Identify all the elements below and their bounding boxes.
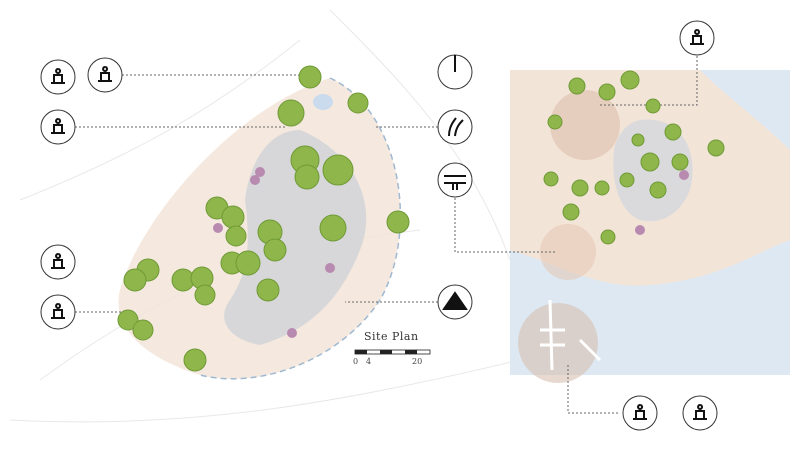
tree [707,139,725,157]
zone-circle [550,90,620,160]
zone-circle [518,303,598,383]
tree [386,210,410,234]
flowering-shrub [250,175,260,185]
flowering-shrub [635,225,645,235]
tree [598,83,616,101]
tree [235,250,261,276]
tree [645,98,661,114]
pier [540,299,602,371]
scale-tick: 4 [366,357,372,366]
leader-lines [75,56,698,414]
grass-icon [437,109,473,145]
tree [594,180,610,196]
tree [319,214,347,242]
tree [568,77,586,95]
north-arrow-icon [437,54,473,90]
trees [117,65,725,372]
tent-icon [437,284,473,320]
tree [298,65,322,89]
parking-icon [679,20,715,56]
left-site-path [199,77,402,380]
tree [543,171,559,187]
tree [123,268,147,292]
tree [221,205,245,229]
tree [347,92,369,114]
tree [132,319,154,341]
tree [225,225,247,247]
pond [313,94,333,110]
zone-circle [540,224,596,280]
tree [600,229,616,245]
tree [194,284,216,306]
tree [294,164,320,190]
tree [671,153,689,171]
tree [620,70,640,90]
flowering-shrub [325,263,335,273]
performer-icon [40,294,76,330]
tree [263,238,287,262]
flowering-shrub [255,167,265,177]
flowering-shrub [679,170,689,180]
right-site-water-top [700,70,790,150]
tree [117,309,139,331]
boat-icon [682,395,718,431]
lounging-icon [40,109,76,145]
scale-bar [354,349,431,355]
tree-weather-icon [87,57,123,93]
screen-icon [622,395,658,431]
tree [640,152,660,172]
tree [649,181,667,199]
tree [571,179,589,197]
tree [322,154,354,186]
flowering-shrub [213,223,223,233]
tree [562,203,580,221]
tree [664,123,682,141]
scale-tick: 20 [412,357,423,366]
tree [631,133,645,147]
flowering-shrub [287,328,297,338]
tree [619,172,635,188]
reading-icon [40,244,76,280]
spring-icon [437,162,473,198]
tree [183,348,207,372]
bench-icon [40,59,76,95]
scale-tick: 0 [353,357,359,366]
tree [256,278,280,302]
tree [277,99,305,127]
tree [547,114,563,130]
site-plan-title: Site Plan [364,330,419,343]
